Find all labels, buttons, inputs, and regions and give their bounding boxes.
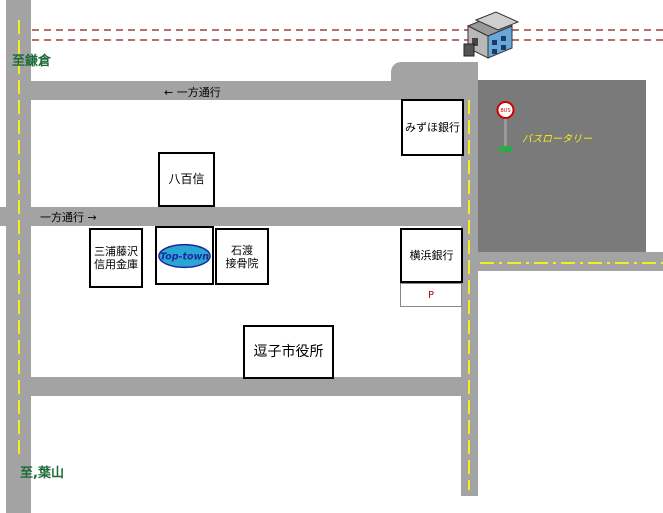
city-hall-label: 逗子市役所 bbox=[253, 343, 324, 360]
to-hayama-label: 至,葉山 bbox=[20, 466, 64, 481]
station-building-icon bbox=[463, 11, 520, 59]
ishiwata-clinic: 石渡 接骨院 bbox=[215, 228, 269, 285]
miura-label: 三浦藤沢 信用金庫 bbox=[94, 245, 138, 271]
toptown-store: Top-town bbox=[155, 226, 214, 285]
road-east-horizontal bbox=[461, 252, 663, 271]
road-south-horizontal bbox=[6, 377, 478, 396]
bus-rotary-label: バスロータリー bbox=[522, 134, 592, 145]
to-kamakura-label: 至鎌倉 bbox=[12, 54, 52, 69]
road-middle-horizontal bbox=[0, 207, 478, 226]
mizuho-bank-label: みずほ銀行 bbox=[405, 121, 460, 134]
yaoshin-label: 八百信 bbox=[168, 172, 205, 186]
yokohama-bank: 横浜銀行 bbox=[400, 228, 463, 283]
one-way-right-label: 一方通行 → bbox=[40, 211, 97, 224]
toptown-label: Top-town bbox=[160, 251, 209, 262]
bus-sign-text: BUS bbox=[500, 108, 510, 114]
bus-stop-sign-icon: BUS bbox=[496, 101, 515, 152]
ishiwata-label: 石渡 接骨院 bbox=[225, 243, 259, 270]
miura-fujisawa-credit-union: 三浦藤沢 信用金庫 bbox=[89, 228, 143, 288]
toptown-logo: Top-town bbox=[158, 243, 211, 268]
parking-label: P bbox=[427, 289, 435, 301]
yokohama-bank-label: 横浜銀行 bbox=[409, 249, 454, 262]
road-north-horizontal bbox=[6, 81, 396, 100]
zushi-city-hall: 逗子市役所 bbox=[243, 325, 334, 379]
yaoshin-store: 八百信 bbox=[158, 152, 215, 207]
parking-lot: P bbox=[400, 283, 462, 307]
mizuho-bank: みずほ銀行 bbox=[401, 99, 464, 156]
road-east-vertical bbox=[461, 62, 478, 496]
one-way-left-label: ← 一方通行 bbox=[164, 86, 221, 99]
